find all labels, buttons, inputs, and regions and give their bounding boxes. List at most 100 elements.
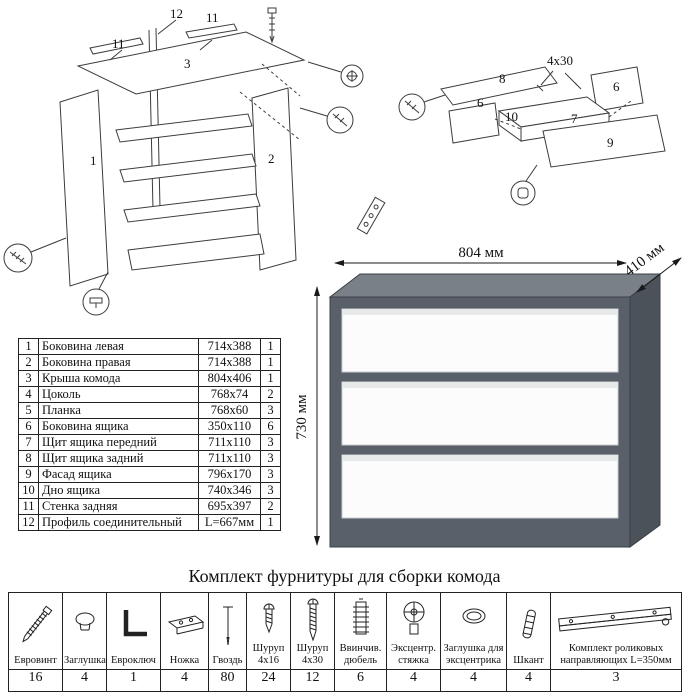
part-qty: 3 [260, 434, 281, 451]
dresser-illustration: 804 мм 410 мм 730 мм [295, 245, 682, 548]
part-name: Планка [38, 402, 199, 419]
hardware-item: Эксцентр. стяжка [386, 592, 441, 670]
hardware-item: Гвоздь [208, 592, 247, 670]
hardware-qty-row: 16 4 1 4 80 24 12 6 4 4 4 3 [8, 669, 682, 692]
part-number: 3 [18, 370, 39, 387]
hardware-item-qty: 1 [106, 669, 161, 692]
part-name: Щит ящика передний [38, 434, 199, 451]
part-size: 711x110 [198, 434, 261, 451]
part-name: Профиль соединительный [38, 514, 199, 531]
hardware-title: Комплект фурнитуры для сборки комода [188, 566, 501, 586]
screw-glyph [332, 113, 348, 127]
part-name: Стенка задняя [38, 498, 199, 515]
detail-circle-cam [340, 64, 364, 88]
back-panel-left [89, 37, 144, 55]
hardware-item-qty: 16 [8, 669, 63, 692]
part-size: 714x388 [198, 338, 261, 355]
dowel-glyph [517, 187, 529, 199]
table-row: 3 Крыша комода 804x406 1 [18, 370, 281, 387]
part-size: 740x346 [198, 482, 261, 499]
depth-dimension-line [636, 257, 682, 293]
hardware-item: Ножка [160, 592, 209, 670]
part-number: 4 [18, 386, 39, 403]
parts-table: 1 Боковина левая 714x388 1 2 Боковина пр… [18, 338, 281, 531]
hardware-item-name: Евроключ [111, 654, 156, 666]
part-qty: 2 [260, 386, 281, 403]
euro-screw-icon [10, 595, 61, 655]
hardware-item-name: Шуруп 4x16 [252, 643, 285, 666]
table-row: 6 Боковина ящика 350x110 6 [18, 418, 281, 435]
dresser-side-face [629, 272, 661, 548]
part-name: Крыша комода [38, 370, 199, 387]
table-row: 12 Профиль соединительный L=667мм 1 [18, 514, 281, 531]
label-part-8: 8 [499, 71, 506, 86]
label-part-11b: 11 [206, 10, 219, 25]
hardware-item: Шкант [506, 592, 551, 670]
detail-circle-euroscrew [3, 243, 33, 273]
assembly-diagram-carcass: 12 11 11 3 1 2 [3, 6, 386, 316]
drawer-front-2 [341, 381, 619, 446]
part-qty: 1 [260, 338, 281, 355]
hardware-item-name: Эксцентр. стяжка [391, 643, 436, 666]
part-number: 10 [18, 482, 39, 499]
label-part-6a: 6 [477, 95, 484, 110]
part-number: 5 [18, 402, 39, 419]
drawer-slide-icon [552, 595, 680, 643]
hardware-item-qty: 4 [440, 669, 507, 692]
part-qty: 3 [260, 402, 281, 419]
part-name: Боковина левая [38, 338, 199, 355]
cam-glyph [346, 70, 358, 82]
label-part-3: 3 [184, 56, 191, 71]
drawer-facade [542, 114, 666, 168]
small-screw-glyphs [536, 82, 582, 92]
part-size: 768x60 [198, 402, 261, 419]
part-number: 6 [18, 418, 39, 435]
part-name: Дно ящика [38, 482, 199, 499]
drawer-front-1 [341, 308, 619, 373]
part-qty: 2 [260, 498, 281, 515]
table-row: 7 Щит ящика передний 711x110 3 [18, 434, 281, 451]
part-number: 9 [18, 466, 39, 483]
cap-icon [64, 595, 105, 655]
drawer-front-3 [341, 454, 619, 519]
euro-screw-glyph [9, 251, 27, 265]
part-qty: 1 [260, 514, 281, 531]
hardware-item-qty: 4 [160, 669, 209, 692]
label-screw-4x30: 4x30 [547, 53, 573, 68]
part-size: 714x388 [198, 354, 261, 371]
part-name: Щит ящика задний [38, 450, 199, 467]
leg-icon [162, 595, 207, 655]
detail-circle-foot [82, 288, 110, 316]
table-row: 8 Щит ящика задний 711x110 3 [18, 450, 281, 467]
hardware-item: Евроключ [106, 592, 161, 670]
screw-glyph [404, 100, 420, 114]
part-number: 11 [18, 498, 39, 515]
hardware-item-qty: 6 [334, 669, 387, 692]
hardware-item-name: Шуруп 4x30 [296, 643, 329, 666]
part-size: 695x397 [198, 498, 261, 515]
part-number: 2 [18, 354, 39, 371]
label-part-12: 12 [170, 6, 183, 21]
part-number: 8 [18, 450, 39, 467]
hardware-item: Заглушка для эксцентрика [440, 592, 507, 670]
width-dimension-label: 804 мм [458, 245, 504, 261]
table-row: 5 Планка 768x60 3 [18, 402, 281, 419]
detail-circle-screw [326, 106, 354, 134]
part-number: 12 [18, 514, 39, 531]
hardware-item: Ввинчив. дюбель [334, 592, 387, 670]
hardware-item-name: Заглушка для эксцентрика [443, 643, 504, 666]
part-qty: 1 [260, 370, 281, 387]
part-name: Боковина ящика [38, 418, 199, 435]
hardware-item-name: Шкант [513, 654, 544, 666]
hardware-item-name: Комплект роликовых направляющих L=350мм [560, 643, 672, 666]
hardware-item-qty: 4 [386, 669, 441, 692]
table-row: 9 Фасад ящика 796x170 3 [18, 466, 281, 483]
bracket-glyph [356, 196, 386, 235]
dresser-top-face [328, 273, 662, 298]
part-qty: 1 [260, 354, 281, 371]
part-number: 1 [18, 338, 39, 355]
table-row: 11 Стенка задняя 695x397 2 [18, 498, 281, 515]
hardware-item-qty: 80 [208, 669, 247, 692]
hardware-item-qty: 4 [506, 669, 551, 692]
